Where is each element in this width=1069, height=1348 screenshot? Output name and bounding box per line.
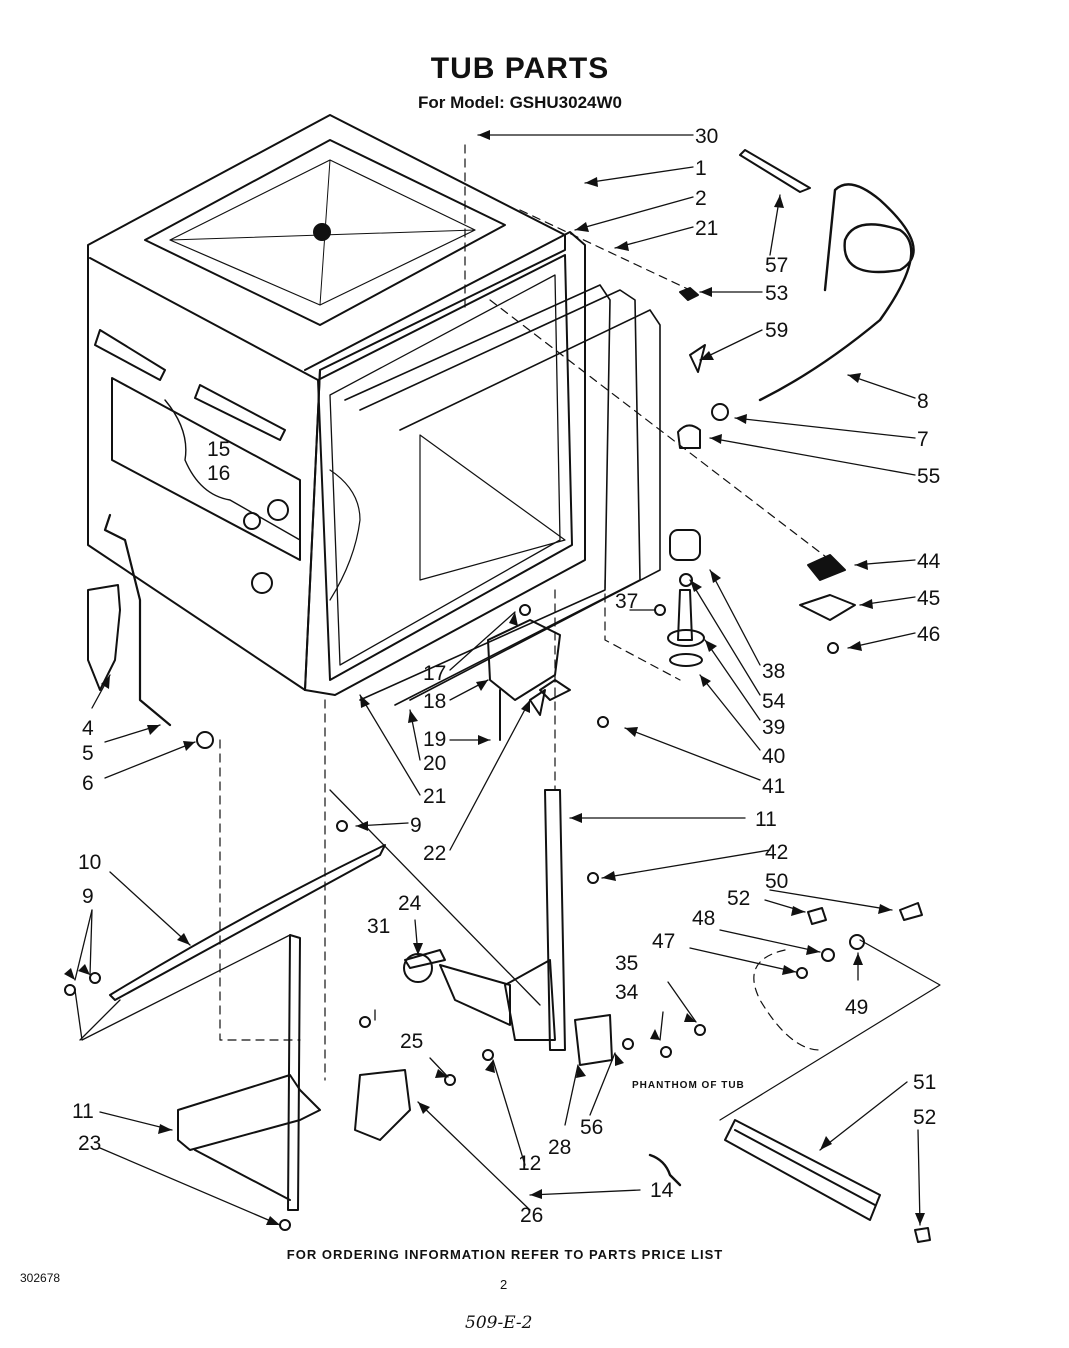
callout-25: 25	[400, 1030, 423, 1053]
callout-47: 47	[652, 930, 675, 953]
callout-18: 18	[423, 690, 446, 713]
callout-4: 4	[82, 717, 94, 740]
callout-56: 56	[580, 1116, 603, 1139]
callout-12: 12	[518, 1152, 541, 1175]
callout-9b: 9	[82, 885, 94, 908]
callout-21a: 21	[695, 217, 718, 240]
callout-21b: 21	[423, 785, 446, 808]
leader-lines	[74, 134, 921, 1226]
callout-55: 55	[917, 465, 940, 488]
callout-57: 57	[765, 254, 788, 277]
tub-front-frame	[304, 231, 661, 706]
phantom-of-tub-label: PHANTHOM OF TUB	[632, 1080, 745, 1091]
callout-30: 30	[695, 125, 718, 148]
callout-2: 2	[695, 187, 707, 210]
callout-34: 34	[615, 981, 639, 1004]
callout-38: 38	[762, 660, 785, 683]
callout-50: 50	[765, 870, 788, 893]
callout-31: 31	[367, 915, 390, 938]
callout-28: 28	[548, 1136, 571, 1159]
callout-19: 19	[423, 728, 446, 751]
callout-53: 53	[765, 282, 788, 305]
callout-42: 42	[765, 841, 788, 864]
callout-11a: 11	[755, 808, 777, 831]
drawing-code: 302678	[20, 1271, 61, 1285]
callout-11b: 11	[72, 1100, 94, 1123]
callout-52b: 52	[913, 1106, 936, 1129]
callout-45: 45	[917, 587, 940, 610]
callout-6: 6	[82, 772, 94, 795]
callout-59: 59	[765, 319, 788, 342]
right-lower-parts	[660, 902, 941, 1243]
callout-54: 54	[762, 690, 786, 713]
callout-51: 51	[913, 1071, 936, 1094]
callout-41: 41	[762, 775, 785, 798]
callout-22: 22	[423, 842, 446, 865]
callout-49: 49	[845, 996, 868, 1019]
ordering-note: FOR ORDERING INFORMATION REFER TO PARTS …	[286, 1247, 724, 1262]
callout-8: 8	[917, 390, 929, 413]
callout-labels: 30 1 2 21 57 53 59 8 7 55 15 16 44 45 46…	[72, 125, 941, 1227]
hose-assembly	[739, 149, 915, 402]
callout-24: 24	[398, 892, 422, 915]
arrowheads	[64, 130, 925, 1225]
page-number: 2	[500, 1277, 508, 1292]
callout-20: 20	[423, 752, 446, 775]
callout-46: 46	[917, 623, 940, 646]
callout-52a: 52	[727, 887, 750, 910]
callout-37: 37	[615, 590, 638, 613]
callout-40: 40	[762, 745, 785, 768]
callout-5: 5	[82, 742, 94, 765]
page-title: TUB PARTS	[430, 52, 610, 85]
lower-door-parts	[64, 789, 682, 1231]
callout-14: 14	[650, 1179, 674, 1202]
callout-9a: 9	[410, 814, 422, 837]
callout-35: 35	[615, 952, 638, 975]
callout-15: 15	[207, 438, 230, 461]
callout-17: 17	[423, 662, 446, 685]
callout-48: 48	[692, 907, 715, 930]
left-drain-parts	[87, 513, 214, 749]
callout-10: 10	[78, 851, 101, 874]
callout-23: 23	[78, 1132, 101, 1155]
model-line: For Model: GSHU3024W0	[417, 93, 623, 112]
callout-44: 44	[917, 550, 941, 573]
top-right-small-parts	[654, 287, 856, 667]
callout-7: 7	[917, 428, 929, 451]
callout-1: 1	[695, 157, 707, 180]
assembly-lines	[219, 144, 831, 1081]
center-bracket-parts	[487, 604, 609, 741]
tub-body	[87, 114, 566, 691]
callout-26: 26	[520, 1204, 543, 1227]
callout-39: 39	[762, 716, 785, 739]
callout-16: 16	[207, 462, 230, 485]
handwritten-note: 509-E-2	[465, 1313, 533, 1333]
